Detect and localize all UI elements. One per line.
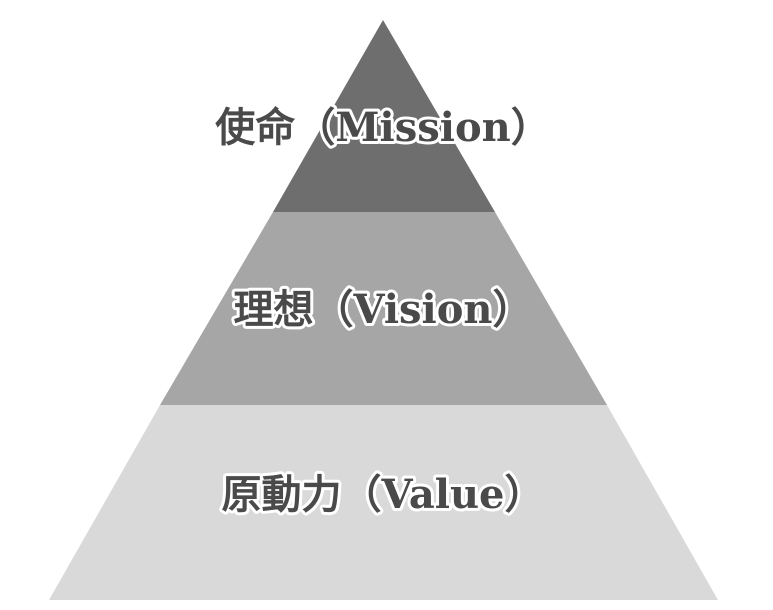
pyramid-tier-value: 原動力（Value）	[49, 405, 718, 600]
pyramid-tier-vision: 理想（Vision）	[160, 212, 607, 405]
pyramid-tier-mission-label: 使命（Mission）	[215, 104, 550, 151]
pyramid-tier-value-label: 原動力（Value）	[221, 471, 544, 518]
pyramid-tier-vision-shape	[160, 212, 607, 405]
pyramid-tier-value-shape	[49, 405, 718, 600]
pyramid-tier-mission-shape	[273, 20, 495, 212]
pyramid-tier-mission: 使命（Mission）	[212, 20, 554, 212]
pyramid-tier-vision-label: 理想（Vision）	[233, 286, 532, 333]
